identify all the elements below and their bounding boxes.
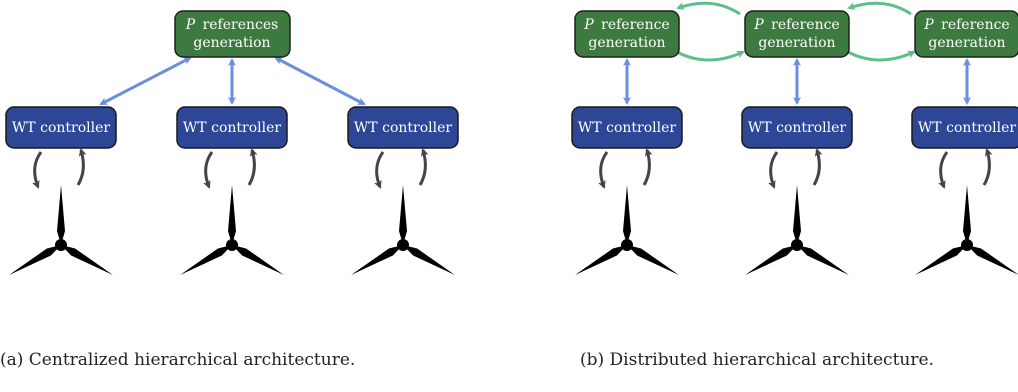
svg-text:WT controller: WT controller xyxy=(578,120,676,136)
svg-text:WT controller: WT controller xyxy=(918,120,1016,136)
wind-turbine-icon xyxy=(178,185,286,279)
caption-panel-b: (b) Distributed hierarchical architectur… xyxy=(580,350,934,370)
svg-text:generation: generation xyxy=(193,35,270,51)
feedback-arrows xyxy=(601,150,650,187)
peer-link-2-to-3 xyxy=(847,50,916,62)
wind-turbine-icon xyxy=(743,185,851,279)
svg-text:P references: P references xyxy=(185,17,279,33)
panel-b-links xyxy=(623,58,971,105)
feedback-arrows xyxy=(377,150,426,187)
link-gen-ctrl-1 xyxy=(99,56,192,106)
panel-a-links xyxy=(99,56,366,106)
svg-text:WT controller: WT controller xyxy=(183,120,281,136)
svg-text:P reference: P reference xyxy=(923,17,1009,33)
feedback-arrows xyxy=(206,150,255,187)
svg-text:generation: generation xyxy=(758,35,835,51)
wt-controller-node: WT controller xyxy=(911,106,1018,149)
feedback-arrows xyxy=(771,150,820,187)
svg-text:WT controller: WT controller xyxy=(12,120,110,136)
panel-a: P references generation WT controller WT… xyxy=(5,10,459,279)
wt-controller-node: WT controller xyxy=(347,106,459,149)
svg-text:generation: generation xyxy=(928,35,1005,51)
p-reference-generation-node: P reference generation xyxy=(574,10,680,58)
p-reference-generation-node: P reference generation xyxy=(914,10,1018,58)
feedback-arrows xyxy=(941,150,990,187)
p-reference-generation-node: P reference generation xyxy=(744,10,850,58)
link-gen-ctrl-3 xyxy=(274,56,366,106)
svg-text:WT controller: WT controller xyxy=(354,120,452,136)
wind-turbine-icon xyxy=(573,185,681,279)
wt-controller-node: WT controller xyxy=(741,106,853,149)
wt-controller-node: WT controller xyxy=(176,106,288,149)
wt-controller-node: WT controller xyxy=(571,106,683,149)
wind-turbine-icon xyxy=(349,185,457,279)
svg-text:generation: generation xyxy=(588,35,665,51)
svg-text:WT controller: WT controller xyxy=(748,120,846,136)
svg-text:P reference: P reference xyxy=(583,17,669,33)
peer-link-1-to-2 xyxy=(676,50,745,62)
wind-turbine-icon xyxy=(7,185,115,279)
peer-link-2-to-1 xyxy=(676,1,741,16)
wind-turbine-icon xyxy=(913,185,1018,279)
wt-controller-node: WT controller xyxy=(5,106,117,149)
panel-b-peer-links xyxy=(676,1,916,62)
feedback-arrows xyxy=(35,150,84,187)
svg-text:P reference: P reference xyxy=(753,17,839,33)
peer-link-3-to-2 xyxy=(847,1,912,16)
panel-b: P reference generation P reference gener… xyxy=(571,1,1018,279)
p-references-generation-node: P references generation xyxy=(174,10,291,58)
caption-panel-a: (a) Centralized hierarchical architectur… xyxy=(0,350,356,370)
